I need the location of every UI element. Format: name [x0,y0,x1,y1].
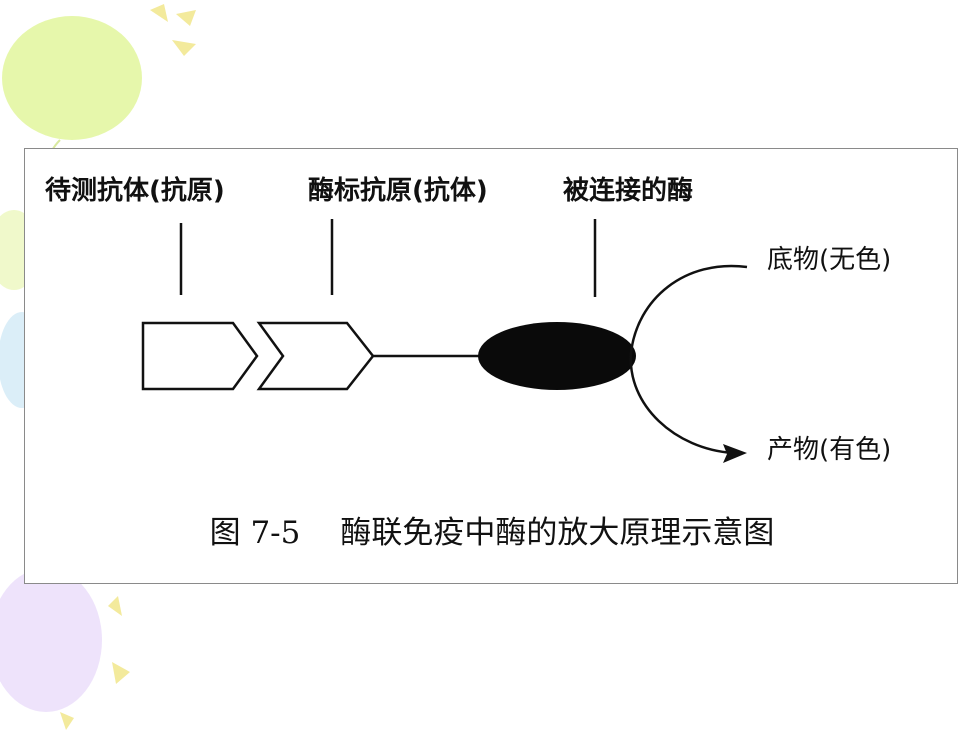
decorative-rays [60,4,196,730]
elisa-diagram [141,219,748,463]
figure-caption: 图 7-5 酶联免疫中酶的放大原理示意图 [25,515,959,551]
balloon-purple-bottom-left [0,568,102,712]
figure-panel: 待测抗体(抗原) 酶标抗原(抗体) 被连接的酶 底物(无色) 产物(有色) 图 … [24,148,958,584]
figure-title: 酶联免疫中酶的放大原理示意图 [340,515,775,551]
label-substrate: 底物(无色) [767,245,892,275]
figure-number: 图 7-5 [209,515,301,551]
label-bound-enzyme: 被连接的酶 [563,176,694,206]
reaction-curve [629,264,748,455]
balloon-green-top-left [2,16,142,140]
label-enzyme-labeled: 酶标抗原(抗体) [308,176,488,206]
enzyme-labeled-chevron [256,321,375,391]
enzyme-ellipse [478,322,636,390]
label-product: 产物(有色) [767,435,892,465]
test-antibody-chevron [141,321,259,391]
reaction-arrowhead [723,444,747,463]
label-test-antibody: 待测抗体(抗原) [45,176,225,206]
